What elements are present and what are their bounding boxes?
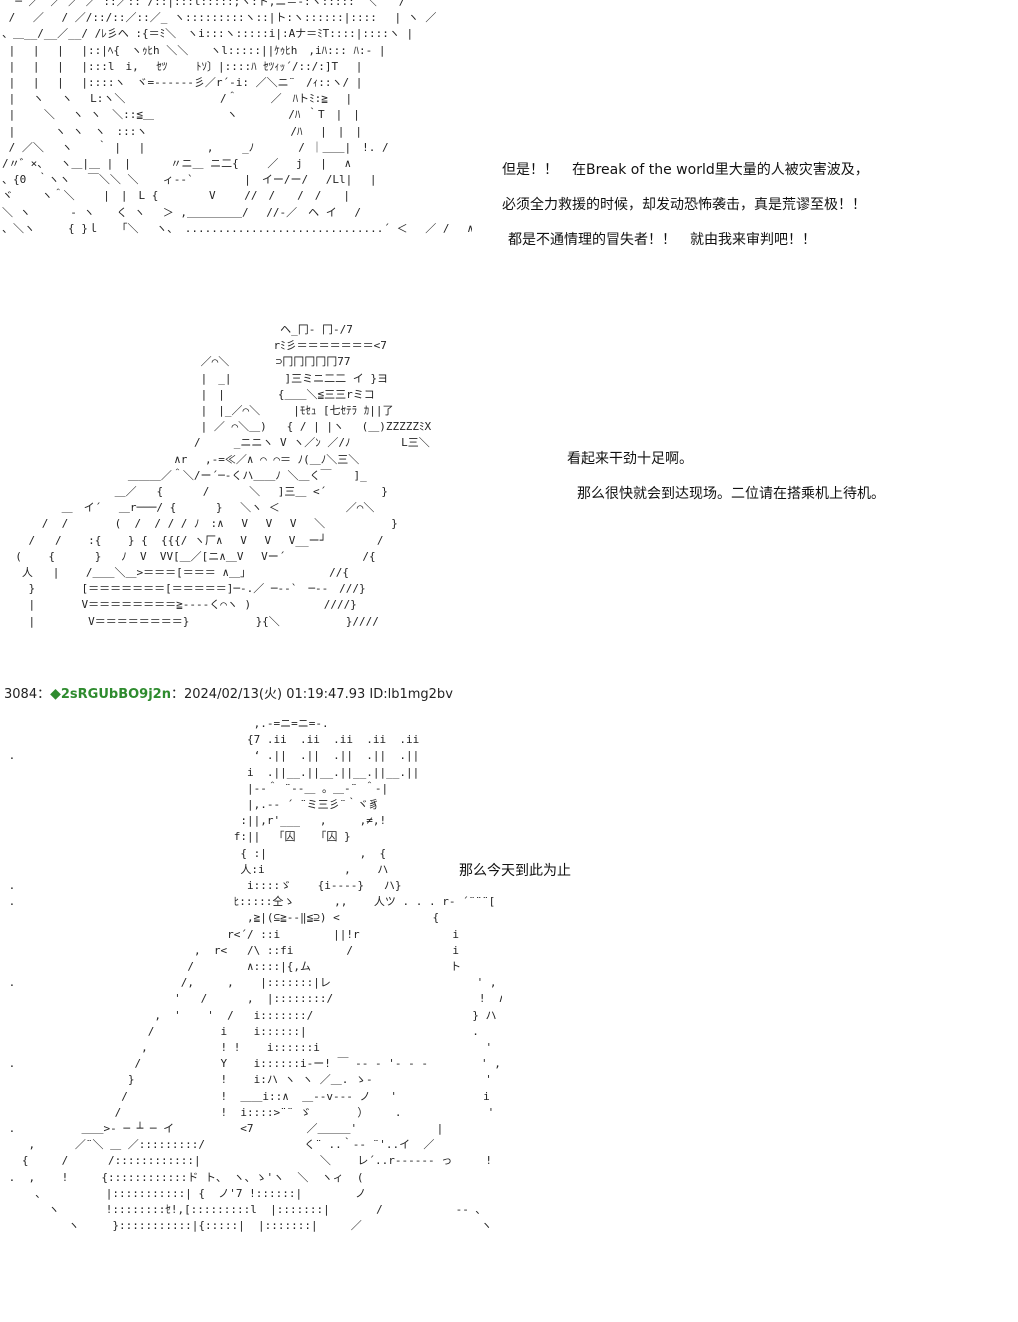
- post-id: ID:lb1mg2bv: [369, 687, 453, 702]
- ascii-art-officer-figure: ヘ_冂‐ 冂‐/7 rﾐ彡＝＝＝＝＝＝＝<7 ／⌒＼ ⊃冂冂冂冂冂77 | _|…: [15, 323, 432, 628]
- dialogue-line: 那么今天到此为止: [459, 863, 571, 879]
- post-header: 3084：◆2sRGUbBO9j2n：2024/02/13(火) 01:19:4…: [4, 683, 453, 702]
- diamond-icon: ◆: [50, 686, 61, 702]
- tripcode[interactable]: 2sRGUbBO9j2n: [60, 687, 171, 702]
- dialogue-line: 但是！！ 在Break of the world里大量的人被灾害波及，: [502, 162, 869, 178]
- post-datetime: ：2024/02/13(火) 01:19:47.93: [170, 687, 366, 702]
- ascii-art-armored-figure: ─ ／ ／ ／ ／ ::／:: /::|:::l:::::;ヽ:ト,ニ＝‐:ヽ:…: [2, 0, 472, 235]
- aa-panel-2: ヘ_冂‐ 冂‐/7 rﾐ彡＝＝＝＝＝＝＝<7 ／⌒＼ ⊃冂冂冂冂冂77 | _|…: [0, 318, 1018, 668]
- dialogue-line: 看起来干劲十足啊。: [567, 451, 693, 467]
- aa-panel-1: ─ ／ ／ ／ ／ ::／:: /::|:::l:::::;ヽ:ト,ニ＝‐:ヽ:…: [0, 0, 1018, 270]
- ascii-art-tall-hat-figure: ,.-=ニ=ニ=-. {7 .ii .ii .ii .ii .ii . ‘ .|…: [8, 717, 502, 1233]
- dialogue-block-1: 但是！！ 在Break of the world里大量的人被灾害波及， 必须全力…: [502, 153, 869, 258]
- post-number: 3084: [4, 687, 38, 702]
- dialogue-block-3: 那么今天到此为止: [459, 854, 571, 889]
- aa-panel-3: ,.-=ニ=ニ=-. {7 .ii .ii .ii .ii .ii . ‘ .|…: [0, 712, 1018, 1320]
- post-separator: ：: [37, 687, 51, 702]
- dialogue-block-2: 看起来干劲十足啊。 那么很快就会到达现场。二位请在搭乘机上待机。: [567, 442, 885, 512]
- dialogue-line: 都是不通情理的冒失者！！ 就由我来审判吧！！: [508, 232, 816, 248]
- dialogue-line: 那么很快就会到达现场。二位请在搭乘机上待机。: [577, 486, 885, 502]
- dialogue-line: 必须全力救援的时候，却发动恐怖袭击，真是荒谬至极！！: [502, 197, 866, 213]
